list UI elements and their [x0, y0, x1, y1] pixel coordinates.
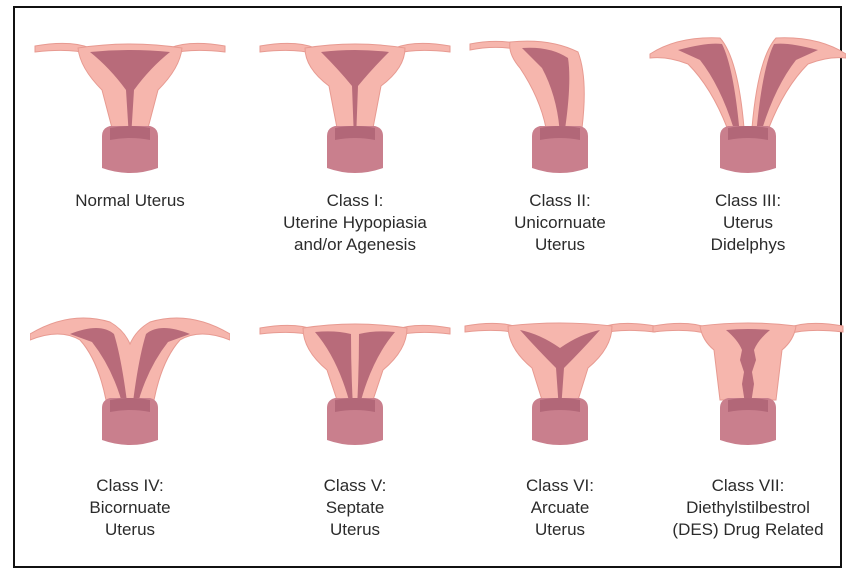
panel-class-5: Class V:SeptateUterus — [255, 300, 455, 545]
class-4-uterus-illustration — [30, 300, 230, 450]
caption-line: Uterus — [255, 519, 455, 541]
panel-normal: Normal Uterus — [30, 28, 230, 260]
caption-line: Diethylstilbestrol — [648, 497, 846, 519]
caption-line: Class IV: — [30, 475, 230, 497]
class-6-caption: Class VI:ArcuateUterus — [460, 475, 660, 541]
panel-class-2: Class II:UnicornuateUterus — [460, 28, 660, 260]
caption-line: Class VII: — [648, 475, 846, 497]
class-1-caption: Class I:Uterine Hypopiasiaand/or Agenesi… — [255, 190, 455, 256]
class-7-caption: Class VII:Diethylstilbestrol(DES) Drug R… — [648, 475, 846, 541]
caption-line: Class V: — [255, 475, 455, 497]
panel-class-4: Class IV:BicornuateUterus — [30, 300, 230, 545]
normal-caption: Normal Uterus — [30, 190, 230, 212]
caption-line: Arcuate — [460, 497, 660, 519]
caption-line: Bicornuate — [30, 497, 230, 519]
normal-uterus-illustration — [30, 28, 230, 178]
caption-line: Uterus — [648, 212, 846, 234]
caption-line: Uterus — [460, 234, 660, 256]
caption-line: Didelphys — [648, 234, 846, 256]
class-5-caption: Class V:SeptateUterus — [255, 475, 455, 541]
class-3-caption: Class III:UterusDidelphys — [648, 190, 846, 256]
class-4-caption: Class IV:BicornuateUterus — [30, 475, 230, 541]
class-1-uterus-illustration — [255, 28, 455, 178]
panel-class-1: Class I:Uterine Hypopiasiaand/or Agenesi… — [255, 28, 455, 260]
caption-line: Class II: — [460, 190, 660, 212]
caption-line: Uterine Hypopiasia — [255, 212, 455, 234]
caption-line: and/or Agenesis — [255, 234, 455, 256]
caption-line: Class VI: — [460, 475, 660, 497]
class-6-uterus-illustration — [460, 300, 660, 450]
caption-line: Class III: — [648, 190, 846, 212]
caption-line: Unicornuate — [460, 212, 660, 234]
caption-line: Class I: — [255, 190, 455, 212]
caption-line: Uterus — [460, 519, 660, 541]
class-2-uterus-illustration — [460, 28, 660, 178]
caption-line: (DES) Drug Related — [648, 519, 846, 541]
caption-line: Normal Uterus — [30, 190, 230, 212]
class-5-uterus-illustration — [255, 300, 455, 450]
caption-line: Uterus — [30, 519, 230, 541]
panel-class-7: Class VII:Diethylstilbestrol(DES) Drug R… — [648, 300, 846, 545]
panel-class-6: Class VI:ArcuateUterus — [460, 300, 660, 545]
caption-line: Septate — [255, 497, 455, 519]
class-3-uterus-illustration — [648, 28, 846, 178]
panel-class-3: Class III:UterusDidelphys — [648, 28, 846, 260]
class-2-caption: Class II:UnicornuateUterus — [460, 190, 660, 256]
class-7-uterus-illustration — [648, 300, 846, 450]
